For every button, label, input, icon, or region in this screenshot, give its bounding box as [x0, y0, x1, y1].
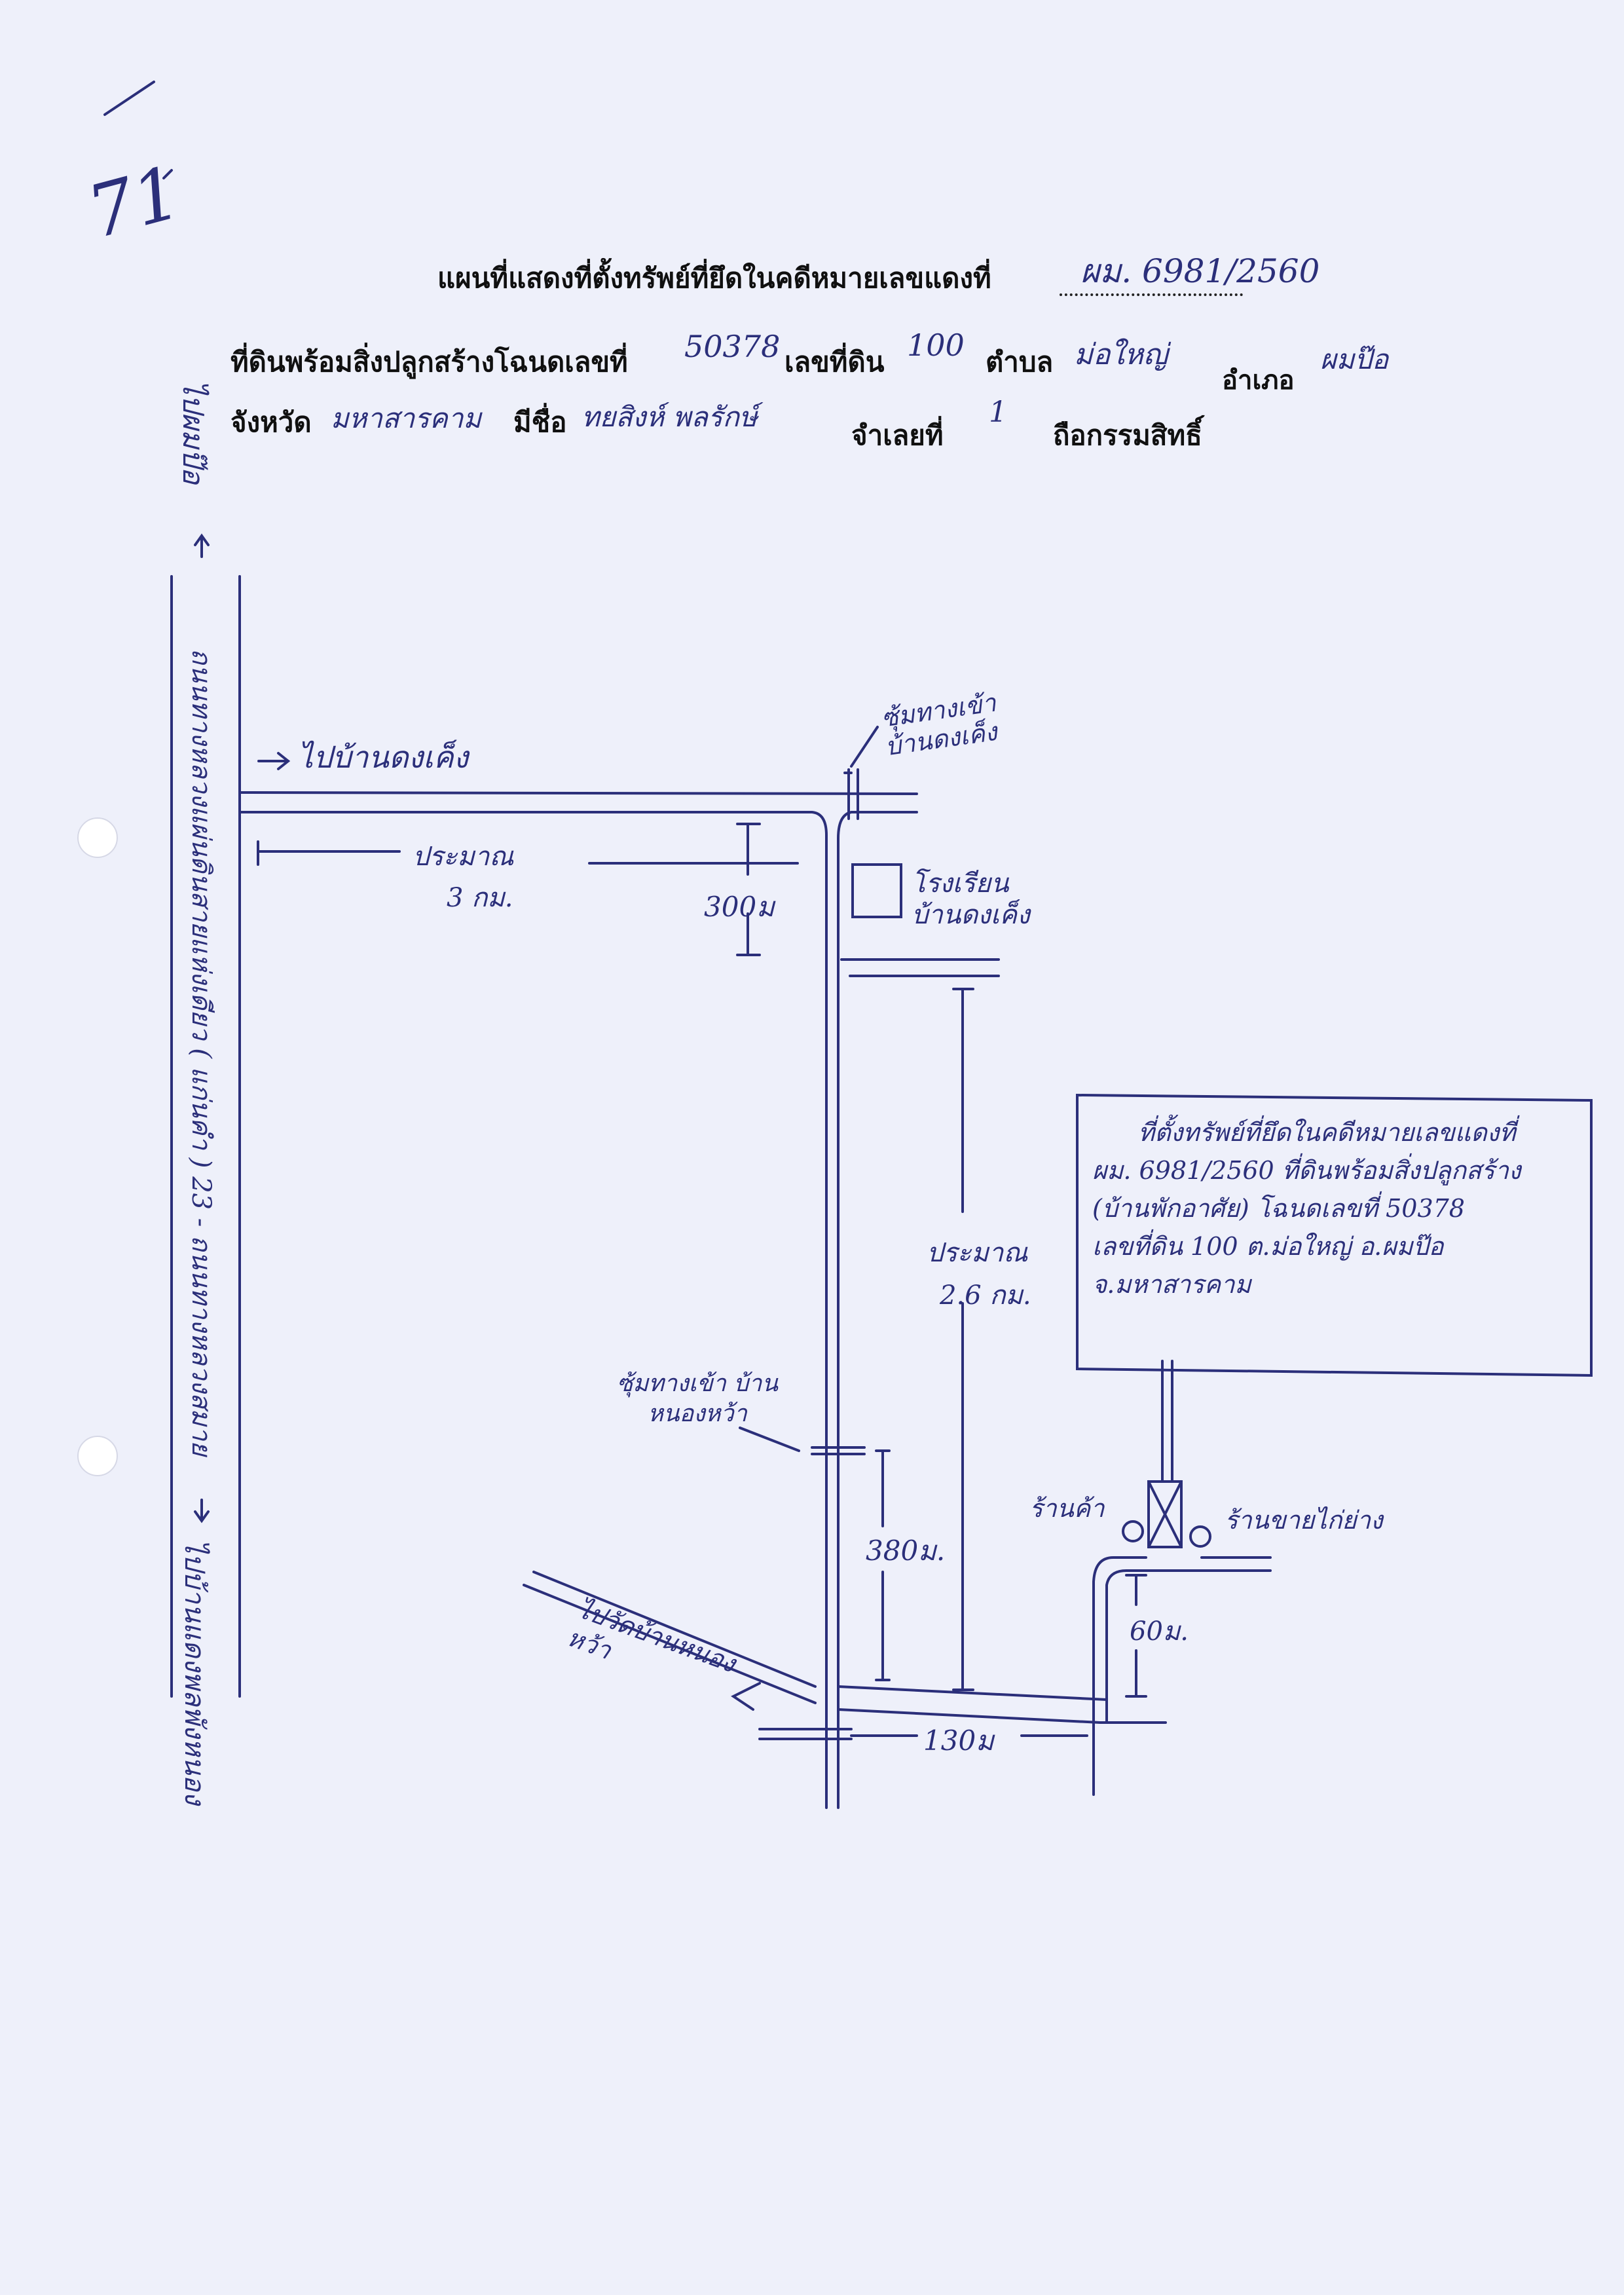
highway-name-bottom: ไปบ้านแดงพลพังหนอง: [179, 1539, 211, 1805]
property-note-line-4: เลขที่ดิน 100 ต.ม่อใหญ่ อ.ผมป๊อ: [1092, 1232, 1444, 1261]
ownership-label: ถือกรรมสิทธิ์: [1053, 419, 1202, 451]
land-no-value: 100: [907, 327, 965, 363]
distance-300m: 300ม: [704, 891, 775, 923]
lower-road-bottom: [837, 1708, 1167, 1724]
shop-left-marker: [1122, 1520, 1144, 1542]
dim-26km-ticks: [952, 988, 974, 1691]
property-note-box: [1076, 1093, 1593, 1377]
gate-2-leader: [739, 1427, 800, 1452]
highway-arrow-bottom: [194, 1499, 210, 1523]
highway-name-top: ไปผมป๊อ: [176, 380, 210, 485]
distance-130m: 130ม: [923, 1725, 994, 1757]
school-building: [851, 863, 902, 918]
gate-1-mark: [843, 768, 859, 820]
branch-road-bottom: [238, 811, 828, 1809]
property-marker-cross: [1147, 1480, 1183, 1548]
village-road-right: [837, 811, 918, 1809]
diagonal-road-top: [532, 1571, 817, 1688]
punch-hole-top: [77, 817, 118, 858]
distance-380m: 380ม.: [866, 1535, 946, 1567]
property-marker: [1147, 1480, 1183, 1548]
distance-60m: 60ม.: [1130, 1616, 1189, 1647]
shop-right-marker: [1189, 1525, 1211, 1548]
property-note: ที่ตั้งทรัพย์ที่ยึดในคดีหมายเลขแดงที่ ผม…: [1092, 1113, 1577, 1303]
diagonal-road-bottom: [523, 1584, 817, 1704]
property-note-line-1: ที่ตั้งทรัพย์ที่ยึดในคดีหมายเลขแดงที่: [1138, 1118, 1516, 1147]
main-highway-label: ถนนทางหลวงแผ่นดินสายแห่งเดียว ( แก่นคำ )…: [186, 648, 216, 1456]
district-value: ผมป๊อ: [1320, 343, 1389, 375]
share-value: 1: [989, 396, 1007, 429]
diagonal-arrow: [731, 1682, 761, 1711]
shop-right-label: ร้านขายไก่ย่าง: [1225, 1506, 1383, 1535]
distance-26km-line1: ประมาณ: [927, 1238, 1028, 1268]
side-road-left: [1092, 1556, 1147, 1796]
deed-label: ที่ดินพร้อมสิ่งปลูกสร้างโฉนดเลขที่: [231, 346, 628, 378]
branch-road-top: [238, 791, 918, 795]
distance-3km-line1: ประมาณ: [413, 842, 514, 872]
land-no-label: เลขที่ดิน: [784, 346, 885, 378]
name-label: มีชื่อ: [513, 406, 567, 438]
district-label: อำเภอ: [1222, 365, 1295, 396]
highway-arrow-top: [194, 533, 210, 558]
subdistrict-value: ม่อใหญ่: [1074, 338, 1168, 371]
property-note-line-3: (บ้านพักอาศัย) โฉนดเลขที่ 50378: [1092, 1194, 1465, 1223]
subdistrict-label: ตำบล: [986, 346, 1054, 378]
branch-arrow: [257, 752, 291, 770]
case-number: ผม. 6981/2560: [1080, 252, 1320, 290]
margin-slash: [103, 81, 173, 179]
property-note-line-2: ผม. 6981/2560 ที่ดินพร้อมสิ่งปลูกสร้าง: [1092, 1156, 1521, 1185]
province-label: จังหวัด: [231, 406, 312, 438]
province-value: มหาสารคาม: [331, 402, 482, 434]
entrance-sign-2: ซุ้มทางเข้า บ้านหนองหว้า: [617, 1370, 778, 1427]
distance-3km-line2: 3 กม.: [447, 883, 513, 913]
dim-300m-ticks: [736, 823, 761, 956]
punch-hole-bottom: [77, 1436, 118, 1476]
school-label: โรงเรียน บ้านดงเค็ง: [912, 868, 1030, 930]
dim-380m-ticks: [875, 1449, 891, 1681]
property-note-line-5: จ.มหาสารคาม: [1092, 1270, 1251, 1299]
dim-3km-line: [257, 850, 799, 865]
branch-road-label: ไปบ้านดงเค็ง: [298, 739, 469, 775]
case-number-dotline: [1060, 293, 1243, 296]
name-value: ทยสิงห์ พลรักษ์: [581, 401, 758, 433]
note-leader: [1161, 1360, 1173, 1483]
gate-1-leader: [850, 726, 879, 768]
title-label: แผนที่แสดงที่ตั้งทรัพย์ที่ยึดในคดีหมายเล…: [437, 262, 991, 294]
junction-ticks: [758, 1728, 853, 1740]
dim-60m-ticks: [1125, 1574, 1147, 1698]
school-road: [840, 958, 1000, 977]
distance-26km-line2: 2.6 กม.: [940, 1280, 1031, 1311]
side-road-right: [1105, 1569, 1272, 1724]
lower-road-top: [837, 1685, 1108, 1701]
gate-2-mark: [811, 1446, 866, 1455]
shop-left-label: ร้านค้า: [1029, 1494, 1105, 1523]
share-label: จำเลยที่: [851, 419, 944, 451]
deed-value: 50378: [684, 329, 781, 364]
